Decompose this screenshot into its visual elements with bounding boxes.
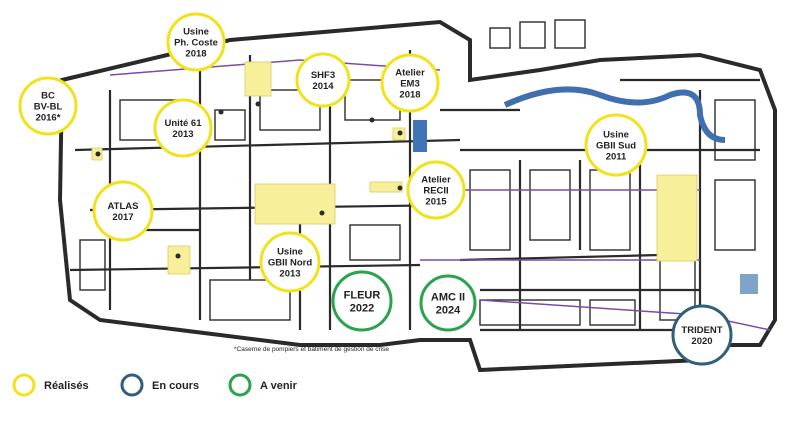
marker-label-atelier-recii-2: 2015 <box>425 197 447 208</box>
marker-circle-trident <box>671 304 733 366</box>
marker-label-bc-bv-bl-1: BV-BL <box>34 102 63 113</box>
marker-label-atelier-recii-0: Atelier <box>421 175 451 186</box>
legend-item-in-progress: En cours <box>120 373 199 397</box>
marker-label-shf3-1: 2014 <box>312 81 334 92</box>
marker-circle-usine-gbii-nord <box>259 231 321 293</box>
marker-label-usine-gbii-sud-0: Usine <box>603 130 629 141</box>
marker-label-trident-1: 2020 <box>691 336 712 347</box>
marker-circle-amc-ii <box>419 274 477 332</box>
blue-building <box>413 120 427 152</box>
marker-circle-unite-61 <box>153 98 213 158</box>
marker-label-unite-61-0: Unité 61 <box>165 118 203 129</box>
marker-label-atelier-em3-2: 2018 <box>399 90 420 101</box>
legend-label-upcoming: A venir <box>260 380 298 392</box>
marker-circle-usine-ph-coste <box>166 12 226 72</box>
legend-marker-done <box>12 373 36 397</box>
marker-label-bc-bv-bl-2: 2016* <box>36 113 61 124</box>
legend-marker-upcoming <box>228 373 252 397</box>
marker-label-bc-bv-bl-0: BC <box>41 91 55 102</box>
marker-circle-usine-gbii-sud <box>584 113 648 177</box>
marker-label-trident-0: TRIDENT <box>681 325 722 336</box>
legend: Réalisés En cours A venir <box>12 373 298 397</box>
marker-label-atelier-em3-1: EM3 <box>400 79 420 90</box>
project-buildings <box>91 61 698 275</box>
legend-label-done: Réalisés <box>44 380 89 392</box>
legend-marker-in-progress <box>120 373 144 397</box>
marker-label-usine-gbii-nord-0: Usine <box>277 247 303 258</box>
marker-circle-bc-bv-bl <box>18 76 78 136</box>
leader-dots <box>95 101 403 259</box>
marker-label-usine-ph-coste-0: Usine <box>183 27 209 38</box>
marker-label-usine-gbii-nord-1: GBII Nord <box>268 258 313 269</box>
marker-label-unite-61-1: 2013 <box>172 129 193 140</box>
marker-label-usine-ph-coste-2: 2018 <box>185 49 206 60</box>
water-channel <box>503 86 726 143</box>
marker-circle-fleur <box>331 270 393 332</box>
marker-circle-shf3 <box>295 52 351 108</box>
marker-label-fleur-0: FLEUR <box>344 290 381 302</box>
legend-item-done: Réalisés <box>12 373 89 397</box>
marker-label-usine-gbii-sud-2: 2011 <box>606 152 627 163</box>
marker-label-amc-ii-0: AMC II <box>431 292 465 304</box>
marker-label-atelier-recii-1: RECII <box>423 186 448 197</box>
legend-label-in-progress: En cours <box>152 380 199 392</box>
marker-label-usine-gbii-nord-2: 2013 <box>279 269 300 280</box>
legend-item-upcoming: A venir <box>228 373 298 397</box>
marker-circle-atelier-recii <box>406 160 466 220</box>
marker-circle-atelier-em3 <box>380 53 440 113</box>
trident-site-block <box>740 274 758 294</box>
footnote: *Caserne de pompiers et bâtiment de gest… <box>234 346 389 353</box>
marker-label-atlas-0: ATLAS <box>108 201 139 212</box>
marker-label-fleur-1: 2022 <box>350 303 374 315</box>
marker-label-usine-gbii-sud-1: GBII Sud <box>596 141 636 152</box>
marker-label-atelier-em3-0: Atelier <box>395 68 425 79</box>
marker-label-shf3-0: SHF3 <box>311 70 335 81</box>
marker-circle-atlas <box>92 180 154 242</box>
marker-label-usine-ph-coste-1: Ph. Coste <box>174 38 218 49</box>
building-outlines <box>79 19 756 326</box>
marker-label-amc-ii-1: 2024 <box>436 305 461 317</box>
marker-label-atlas-1: 2017 <box>112 212 133 223</box>
